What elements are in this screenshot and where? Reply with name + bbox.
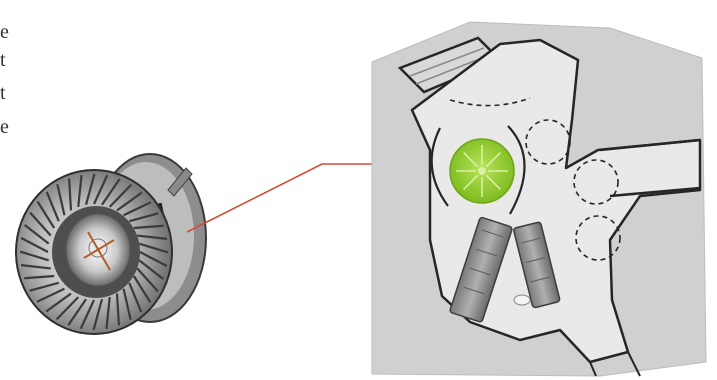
blower-motor-icon xyxy=(16,154,206,334)
fan-location-highlight xyxy=(450,139,514,203)
hvac-housing-icon xyxy=(372,22,706,376)
